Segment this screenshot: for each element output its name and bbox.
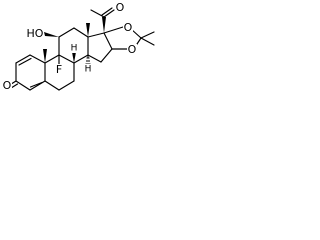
steroid-structure-diagram: O HO F H H O O O bbox=[2, 1, 155, 92]
acetyl-group bbox=[90, 7, 115, 33]
dioxolane-oxygen-lower-label: O bbox=[128, 43, 137, 56]
hydrogen-label-8: H bbox=[71, 44, 78, 54]
hydroxyl-wedge bbox=[44, 32, 59, 37]
dioxolane-oxygen-upper-label: O bbox=[124, 21, 133, 34]
hydrogen-wedge-8 bbox=[72, 52, 76, 63]
ring-b bbox=[44, 54, 75, 91]
methyl-wedge-10 bbox=[43, 49, 47, 63]
hydroxyl-label: HO bbox=[27, 27, 44, 40]
ketone-oxygen-label: O bbox=[3, 79, 12, 92]
methyl-wedge-13 bbox=[86, 23, 90, 37]
ring-d bbox=[87, 32, 113, 63]
acetyl-oxygen-label: O bbox=[116, 1, 125, 14]
fluorine-label: F bbox=[56, 63, 62, 76]
hydrogen-label-14: H bbox=[85, 65, 92, 75]
ring-a bbox=[7, 54, 46, 91]
ring-c bbox=[58, 27, 89, 64]
